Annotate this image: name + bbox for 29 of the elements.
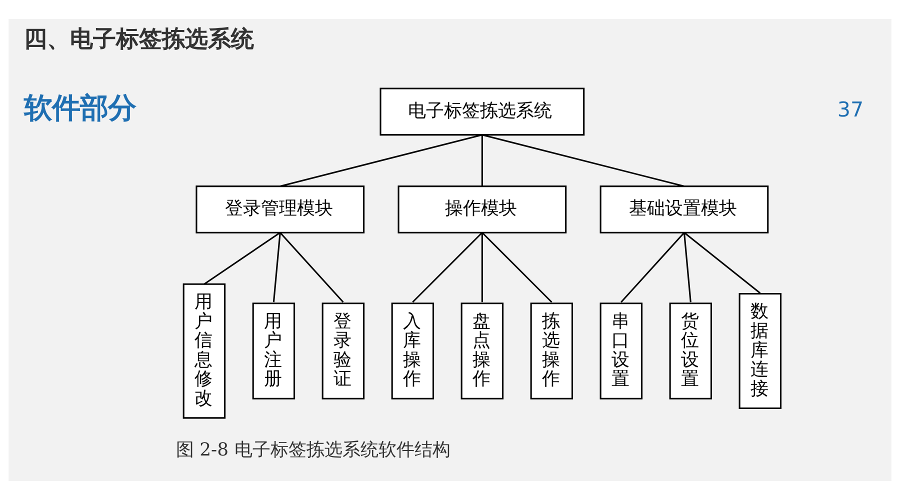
connector — [482, 232, 552, 302]
connector — [280, 232, 344, 302]
label: 软件部分 — [24, 91, 136, 124]
node-box: 操作模块 — [398, 185, 567, 233]
node-box: 用户信息修改 — [182, 282, 226, 418]
connector — [684, 232, 761, 294]
label: 37 — [837, 97, 864, 122]
connector — [272, 232, 281, 302]
node-box: 电子标签拣选系统 — [380, 87, 585, 136]
node-box: 货位设置 — [669, 302, 712, 399]
diagram-title: 四、电子标签拣选系统 — [24, 26, 254, 52]
node-box: 登录验证 — [322, 302, 365, 399]
node-box: 盘点操作 — [460, 302, 504, 399]
node-box: 登录管理模块 — [196, 185, 365, 233]
connector — [620, 232, 685, 302]
node-box: 拣选操作 — [530, 302, 574, 399]
connector — [280, 134, 482, 187]
connector — [204, 231, 281, 284]
node-box: 用户注册 — [252, 302, 296, 399]
caption: 图 2-8 电子标签拣选系统软件结构 — [176, 439, 450, 460]
node-box: 数据库连接 — [738, 292, 782, 409]
connector — [683, 232, 692, 302]
connector — [481, 232, 483, 302]
connector — [481, 134, 483, 186]
node-box: 基础设置模块 — [600, 185, 769, 233]
node-box: 入库操作 — [391, 302, 434, 399]
connector — [412, 232, 483, 302]
connector — [482, 134, 684, 187]
node-box: 串口设置 — [600, 302, 643, 399]
